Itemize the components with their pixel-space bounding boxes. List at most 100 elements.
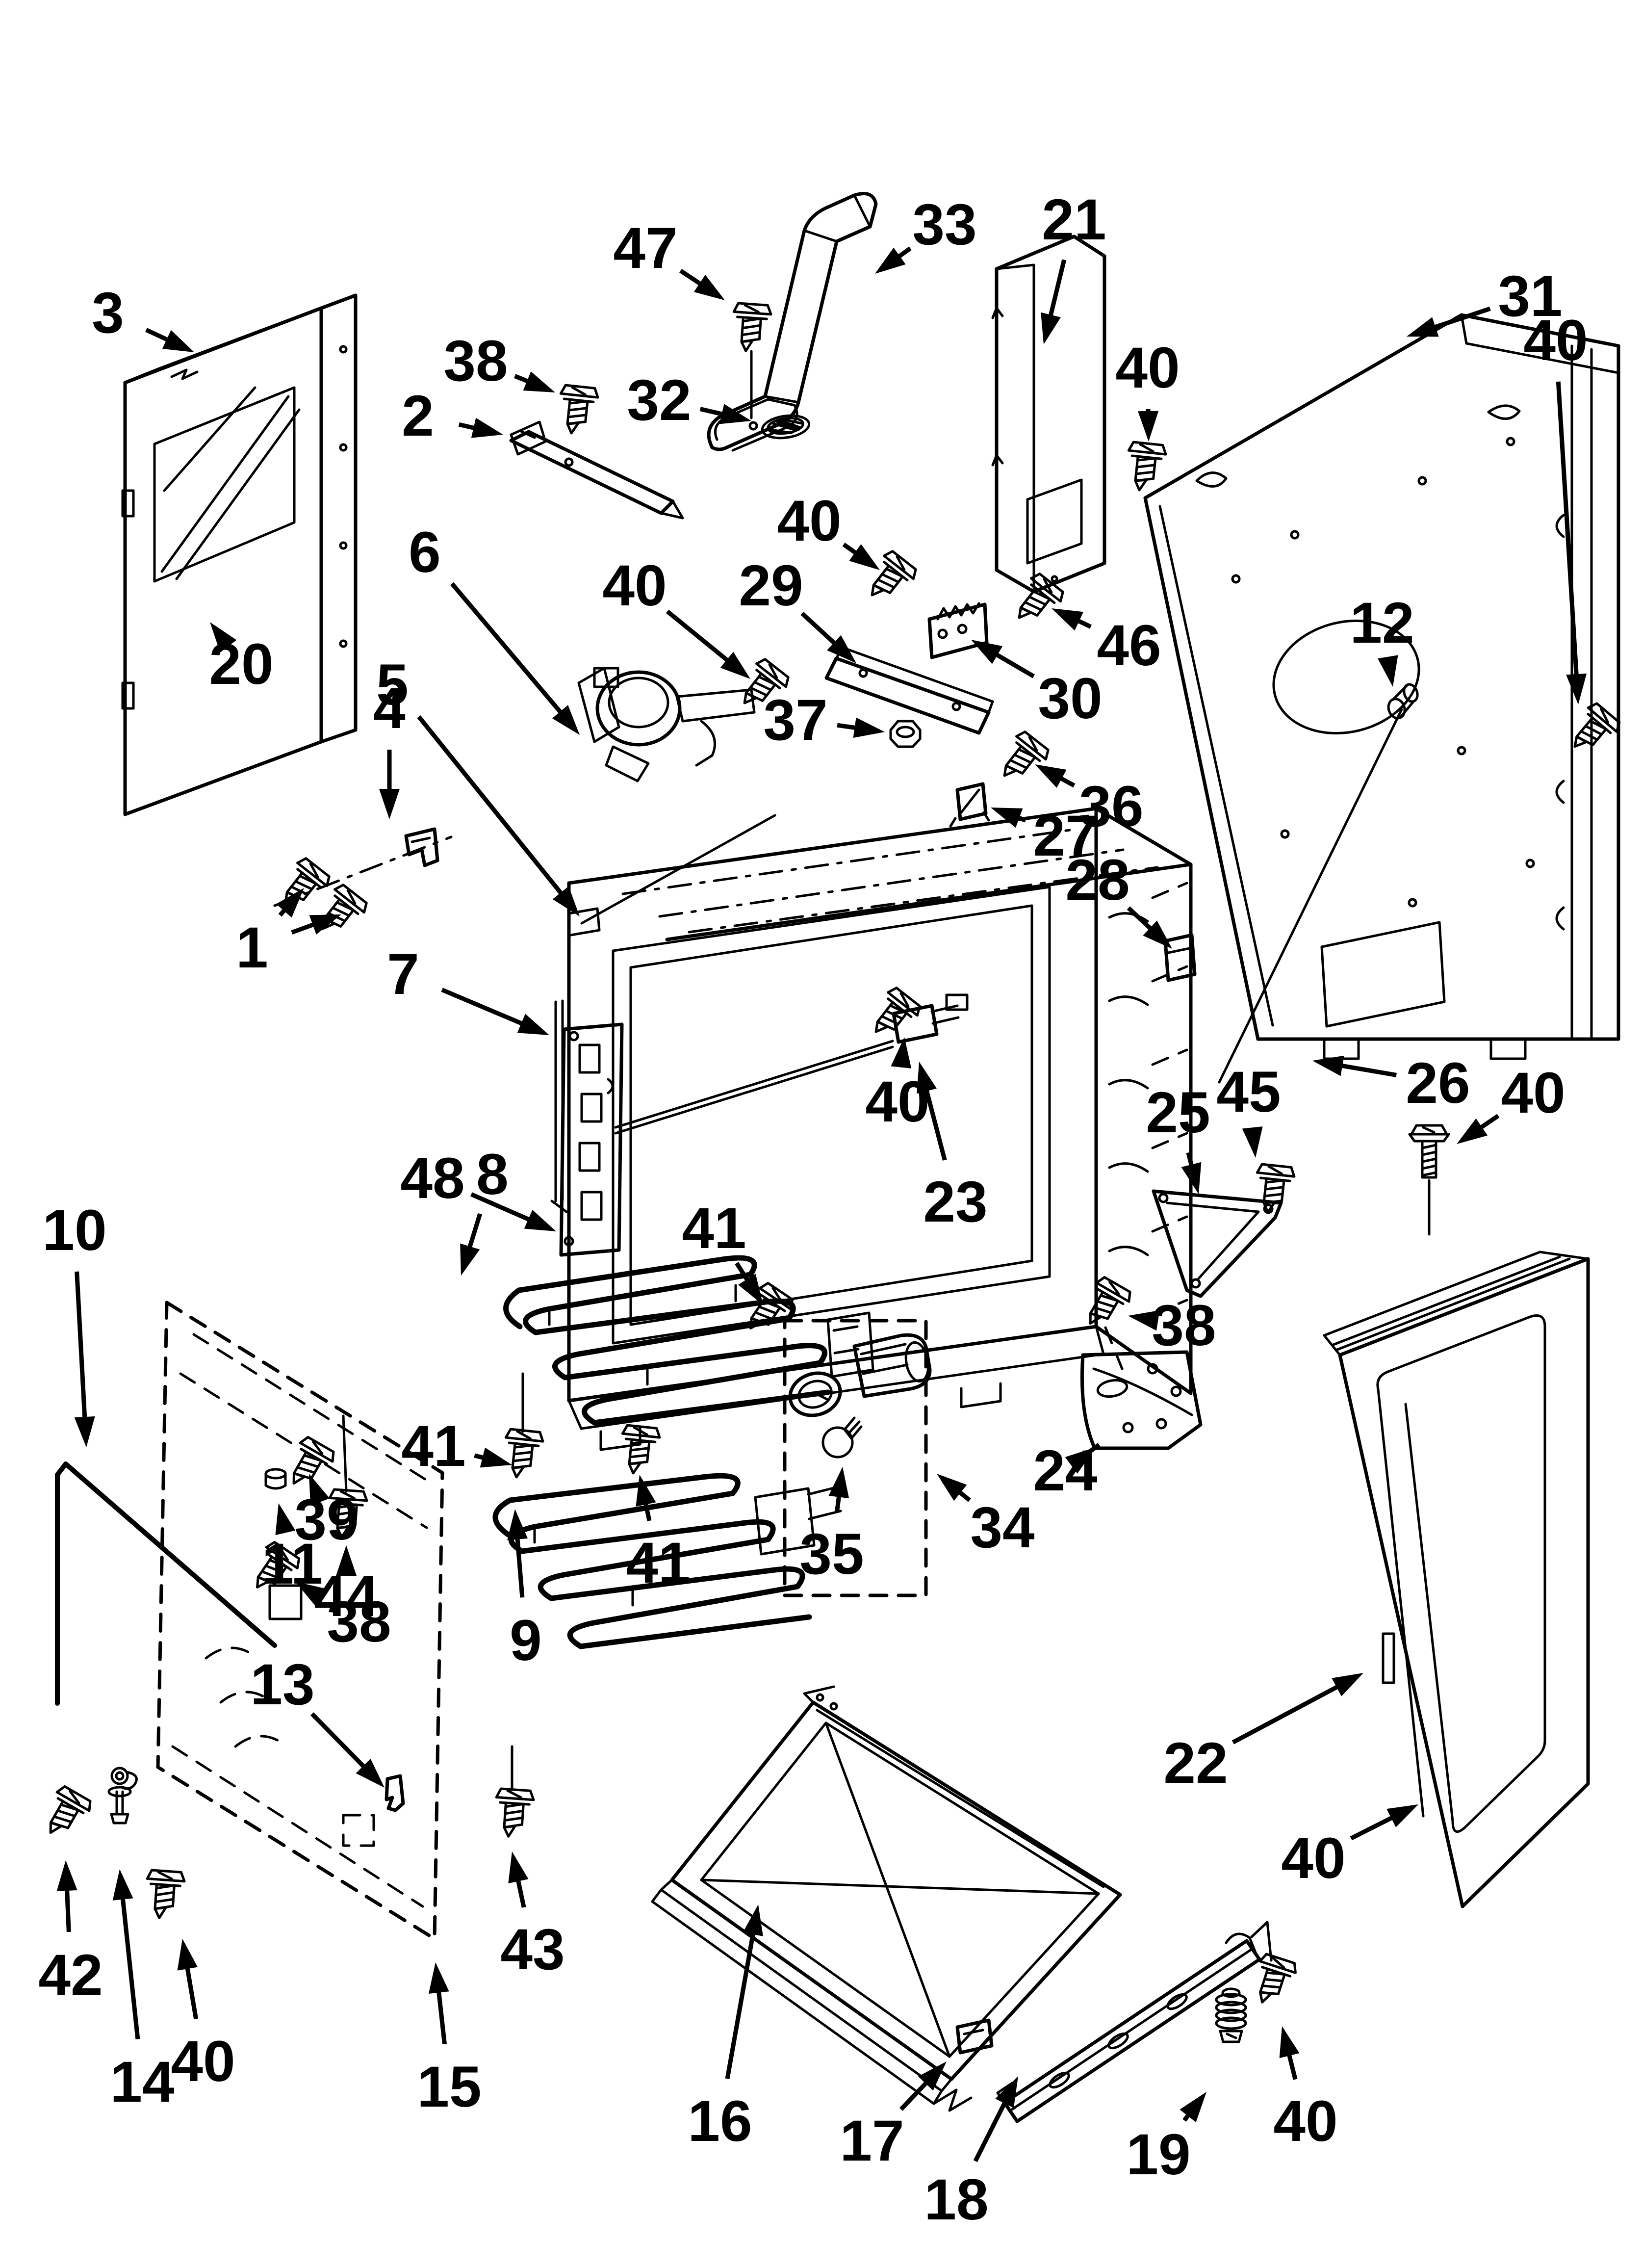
- callout-arrowhead: [1065, 1447, 1096, 1474]
- callout-number: 19: [1126, 2122, 1190, 2187]
- callout-30: 30: [971, 640, 1103, 731]
- callout-arrowhead: [552, 886, 580, 916]
- callout-arrowhead: [875, 247, 906, 274]
- callout-arrow-shaft: [1556, 381, 1579, 681]
- callout-11: 11: [262, 1503, 323, 1596]
- leader-line: [1104, 1326, 1124, 1370]
- callout-5: 5: [376, 652, 580, 916]
- callout-arrowhead: [1279, 2026, 1300, 2059]
- callout-39: 39: [294, 1474, 359, 1552]
- callout-23: 23: [917, 1062, 988, 1234]
- callout-arrowhead: [523, 371, 555, 392]
- callout-arrowhead: [1181, 1162, 1202, 1194]
- callout-44: 44: [314, 1545, 379, 1629]
- callout-arrowhead: [276, 888, 304, 918]
- callout-arrow-shaft: [450, 582, 566, 719]
- callout-16: 16: [688, 1904, 763, 2154]
- broil-element: [503, 1255, 874, 1426]
- side-panel: [1323, 1251, 1590, 1908]
- screw-icon: [494, 1788, 535, 1838]
- callout-arrow-shaft: [725, 1927, 757, 2080]
- callout-number: 3: [92, 281, 124, 345]
- vent-trim-strip: [509, 420, 684, 520]
- callout-number: 34: [970, 1495, 1034, 1560]
- callout-number: 35: [799, 1522, 864, 1587]
- screw-icon: [311, 883, 370, 942]
- callout-arrowhead: [1566, 673, 1587, 704]
- callout-arrowhead: [379, 789, 400, 819]
- callout-number: 40: [602, 553, 667, 618]
- callout-40: 40: [602, 553, 750, 679]
- oven-door-panel: [121, 293, 358, 816]
- callout-arrow-shaft: [800, 611, 841, 649]
- foot-icon: [1216, 1989, 1246, 2042]
- callout-number: 40: [777, 489, 841, 553]
- callout-arrow-shaft: [120, 1892, 140, 2039]
- callout-arrow-shaft: [1350, 1813, 1399, 1841]
- nut-icon: [891, 721, 920, 747]
- callout-47: 47: [613, 216, 725, 300]
- callout-number: 43: [500, 1917, 564, 1982]
- screw-icon: [1125, 442, 1167, 492]
- callout-14: 14: [110, 1869, 175, 2114]
- callout-arrowhead: [853, 717, 885, 738]
- callout-arrowhead: [210, 622, 237, 653]
- callout-number: 25: [1146, 1080, 1210, 1145]
- screw-icon: [557, 385, 599, 435]
- callout-arrowhead: [336, 1545, 357, 1576]
- callout-arrow-shaft: [75, 1271, 87, 1424]
- callout-40: 40: [1457, 1061, 1565, 1144]
- callout-arrow-shaft: [899, 2077, 932, 2111]
- hardware-fasteners: [38, 303, 1622, 2042]
- callout-arrowhead: [1143, 920, 1172, 949]
- callout-arrow-shaft: [923, 1084, 947, 1161]
- callout-41: 41: [401, 1414, 512, 1479]
- callout-number: 39: [294, 1487, 359, 1552]
- callout-number: 40: [865, 1069, 929, 1134]
- callout-number: 28: [1065, 848, 1129, 912]
- callout-number: 5: [376, 652, 409, 717]
- thermostat-clip: [949, 782, 990, 828]
- base-pan: [651, 1685, 1122, 2112]
- callout-arrowhead: [1128, 1310, 1160, 1331]
- panel-clip: [385, 1774, 405, 1812]
- leader-lines: [342, 350, 1431, 1962]
- stud-icon: [1383, 682, 1424, 720]
- callout-arrow-shaft: [441, 988, 529, 1028]
- callout-arrowhead: [56, 1860, 77, 1891]
- handle-end-cap: [707, 192, 878, 452]
- callout-arrowhead: [891, 1037, 912, 1069]
- callout-arrowhead: [356, 1759, 385, 1788]
- callout-arrowhead: [1386, 1804, 1418, 1827]
- screw-icon: [145, 1870, 185, 1919]
- callout-1: 1: [236, 888, 341, 980]
- callout-arrowhead: [480, 1447, 512, 1468]
- callout-arrowhead: [995, 2076, 1018, 2108]
- callout-number: 40: [171, 2029, 235, 2094]
- callout-25: 25: [1146, 1080, 1210, 1194]
- callout-arrowhead: [1138, 411, 1159, 442]
- callout-number: 24: [1033, 1438, 1097, 1503]
- callout-arrowhead: [738, 1274, 763, 1305]
- callout-arrowhead: [849, 544, 880, 570]
- callout-12: 12: [1350, 591, 1414, 687]
- callout-arrow-shaft: [990, 650, 1035, 678]
- callout-arrow-shaft: [514, 1532, 525, 1598]
- callout-number: 29: [739, 553, 803, 618]
- callout-arrow-shaft: [310, 1712, 370, 1773]
- callout-arrowhead: [971, 640, 1003, 664]
- bolt-icon: [1410, 1125, 1449, 1177]
- callout-40: 40: [1281, 1804, 1418, 1891]
- callout-29: 29: [739, 553, 856, 663]
- latch-plate: [559, 1022, 624, 1257]
- callout-arrowhead: [112, 1869, 133, 1901]
- callout-number: 16: [688, 2089, 752, 2154]
- callout-40: 40: [777, 489, 880, 570]
- callout-arrow-shaft: [1232, 1682, 1344, 1745]
- callout-number: 11: [262, 1532, 323, 1596]
- callout-number: 12: [1350, 591, 1414, 655]
- grommet-icon: [109, 1768, 136, 1823]
- callout-number: 37: [763, 688, 827, 753]
- callout-35: 35: [799, 1467, 864, 1587]
